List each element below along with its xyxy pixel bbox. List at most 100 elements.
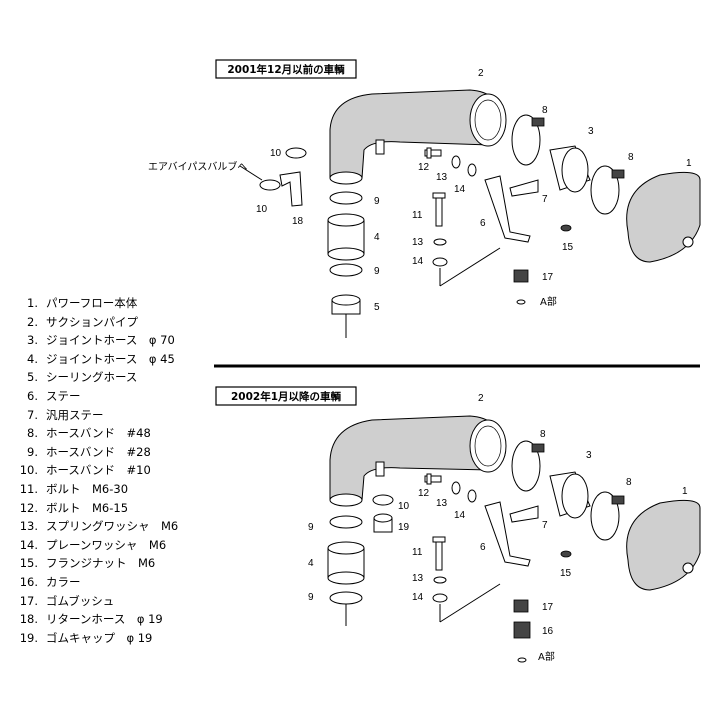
callout: 9: [374, 266, 380, 277]
flange-nut-top: [560, 224, 572, 232]
legend-number: 13.: [19, 519, 38, 534]
legend-item: 10. ホースバンド #10: [16, 461, 236, 480]
joint-hose-70-top: [549, 145, 591, 193]
rubber-cap-bottom: [373, 513, 393, 533]
callouts-top: 1 2 3 4 5 6 7 8 8 9 9 10 10 11 12 13 13 …: [256, 68, 692, 313]
joint-hose-45-bottom: [327, 541, 365, 585]
callout: 9: [308, 522, 314, 533]
legend-number: 7.: [27, 407, 38, 422]
callouts-bottom: 1 2 3 4 6 7 8 8 9 9 10 11 12 13 13 14 14…: [308, 393, 688, 637]
legend-item: 4.ジョイントホース φ 45: [16, 350, 236, 369]
power-flow-body-top: [626, 171, 701, 263]
legend-text: ボルト M6-15: [46, 500, 129, 515]
bottom-assembly: [327, 415, 701, 663]
plain-washer-top-b: [432, 257, 448, 267]
hose-band-48-bottom-a: [511, 440, 545, 492]
legend-item: 17. ゴムブッシュ: [16, 592, 236, 611]
legend-item: 19.ゴムキャップ φ 19: [16, 629, 236, 648]
legend-number: 15.: [19, 556, 38, 571]
suction-pipe-top: [329, 89, 507, 185]
legend-item: 11.ボルト M6-30: [16, 480, 236, 499]
legend-number: 8.: [27, 426, 38, 441]
legend-text: ゴムブッシュ: [46, 593, 115, 608]
plain-washer-bottom-a: [467, 489, 477, 503]
callout: 12: [418, 162, 430, 173]
stay-bottom: [484, 501, 531, 567]
legend-item: 7. 汎用ステー: [16, 406, 236, 425]
callout: 9: [308, 592, 314, 603]
callout: 16: [542, 626, 554, 637]
callout: 14: [412, 592, 424, 603]
legend-number: 17.: [19, 593, 38, 608]
legend-item: 16.カラー: [16, 573, 236, 592]
callout: 17: [542, 602, 554, 613]
hose-band-48-top-b: [590, 165, 625, 215]
legend-item: 14.プレーンワッシャ M6: [16, 536, 236, 555]
legend-number: 9.: [27, 444, 38, 459]
legend-item: 9.ホースバンド #28: [16, 443, 236, 462]
universal-stay-top: [509, 179, 539, 197]
callout: 4: [308, 558, 314, 569]
callout: 8: [628, 152, 634, 163]
flange-nut-bottom: [560, 550, 572, 558]
joint-hose-70-bottom: [549, 471, 591, 519]
callout: 19: [398, 522, 410, 533]
legend-item: 8.ホースバンド #48: [16, 424, 236, 443]
legend-number: 2.: [27, 314, 38, 329]
callout: 1: [682, 486, 688, 497]
callout: 2: [478, 68, 484, 79]
callout: 3: [586, 450, 592, 461]
legend-number: 4.: [27, 351, 38, 366]
legend-text: ホースバンド #10: [46, 463, 151, 478]
caption-box-bottom: 2002年1月以降の車輌: [215, 386, 357, 406]
callout: 2: [478, 393, 484, 404]
callout: 11: [412, 210, 423, 221]
callout: 18: [292, 216, 304, 227]
callout: 10: [256, 204, 268, 215]
legend-number: 6.: [27, 388, 38, 403]
legend-text: パワーフロー本体: [46, 296, 138, 310]
legend-text: ジョイントホース φ 70: [46, 333, 175, 348]
legend-item: 15.フランジナット M6: [16, 554, 236, 573]
callout: 4: [374, 232, 380, 243]
spring-washer-top-b: [433, 238, 447, 246]
hose-band-48-bottom-b: [590, 491, 625, 541]
legend-text: プレーンワッシャ M6: [46, 537, 167, 552]
legend-text: スプリングワッシャ M6: [46, 519, 179, 534]
bypass-valve-note: エアバイパスバルブへ: [148, 160, 247, 173]
plain-washer-top-a: [467, 163, 477, 177]
legend-text: ステー: [46, 388, 81, 403]
callout: 17: [542, 272, 554, 283]
legend-item: 13. スプリングワッシャ M6: [16, 517, 236, 536]
return-hose-top: [279, 171, 303, 207]
spring-washer-bottom-b: [433, 576, 447, 584]
legend-text: 汎用ステー: [46, 407, 104, 422]
legend-text: サクションパイプ: [46, 314, 138, 329]
hose-band-48-top-a: [511, 114, 545, 166]
callout: 13: [412, 573, 424, 584]
legend-number: 3.: [27, 333, 38, 348]
callout: 10: [270, 148, 282, 159]
legend-number: 10.: [19, 463, 38, 478]
legend-item: 18. リターンホース φ 19: [16, 610, 236, 629]
legend-item: 2. サクションパイプ: [16, 313, 236, 332]
callout: 10: [398, 501, 410, 512]
stay-top: [484, 175, 531, 243]
callout: 13: [412, 237, 424, 248]
caption-box-top: 2001年12月以前の車輌: [215, 59, 357, 79]
callout: 14: [412, 256, 424, 267]
callout: 6: [480, 542, 486, 553]
caption-top: 2001年12月以前の車輌: [227, 63, 345, 76]
bolt-m6-15-bottom: [424, 473, 442, 485]
callout: 13: [436, 172, 448, 183]
legend-item: 1.パワーフロー本体: [16, 294, 236, 313]
legend-item: 3. ジョイントホース φ 70: [16, 331, 236, 350]
legend-text: リターンホース φ 19: [46, 612, 163, 627]
legend-item: 6. ステー: [16, 387, 236, 406]
legend-number: 18.: [19, 612, 38, 627]
bolt-m6-30-bottom: [432, 536, 446, 571]
callout: 5: [374, 302, 380, 313]
hose-band-10-top-a: [285, 147, 307, 159]
